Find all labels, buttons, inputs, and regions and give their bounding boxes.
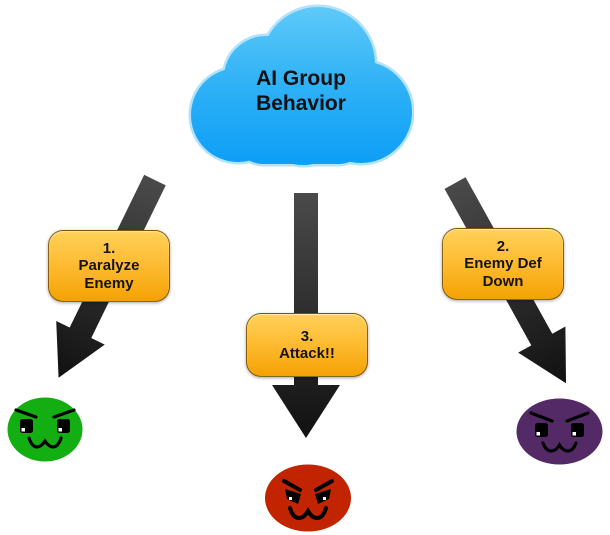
action-box-line: Paralyze: [78, 257, 140, 275]
cloud-label-line1: AI Group: [256, 67, 346, 90]
cloud-shape: [188, 4, 414, 168]
action-box-line: 2.: [496, 237, 510, 255]
red-enemy-face: [265, 464, 351, 532]
angry-eyebrows: [282, 479, 334, 492]
eyes: [20, 419, 70, 433]
cloud-label-line2: Behavior: [256, 92, 346, 115]
action-box-line: Down: [482, 272, 524, 290]
action-box-paralyze-enemy: 1. Paralyze Enemy: [48, 230, 170, 302]
angry-eyebrows: [14, 408, 76, 419]
action-box-line: 1.: [102, 239, 116, 257]
action-box-line: Enemy Def: [464, 255, 542, 273]
cloud-label: AI Group Behavior: [188, 66, 414, 116]
cloud-body: [191, 7, 412, 165]
enemy-body: [265, 464, 351, 532]
eyes: [285, 489, 331, 504]
eyes: [535, 423, 584, 437]
enemy-body: [516, 398, 603, 465]
cat-mouth: [288, 506, 328, 521]
green-enemy-face: [7, 397, 83, 462]
action-box-line: 3.: [300, 327, 314, 345]
purple-enemy-face: [516, 398, 603, 465]
enemy-body: [7, 397, 83, 462]
action-box-line: Enemy: [84, 274, 134, 292]
cat-mouth: [27, 436, 63, 449]
angry-eyebrows: [529, 411, 590, 423]
action-box-enemy-def-down: 2. Enemy Def Down: [442, 228, 564, 300]
cat-mouth: [541, 441, 578, 453]
action-box-line: Attack!!: [279, 345, 335, 362]
action-box-attack: 3. Attack!!: [246, 313, 368, 377]
